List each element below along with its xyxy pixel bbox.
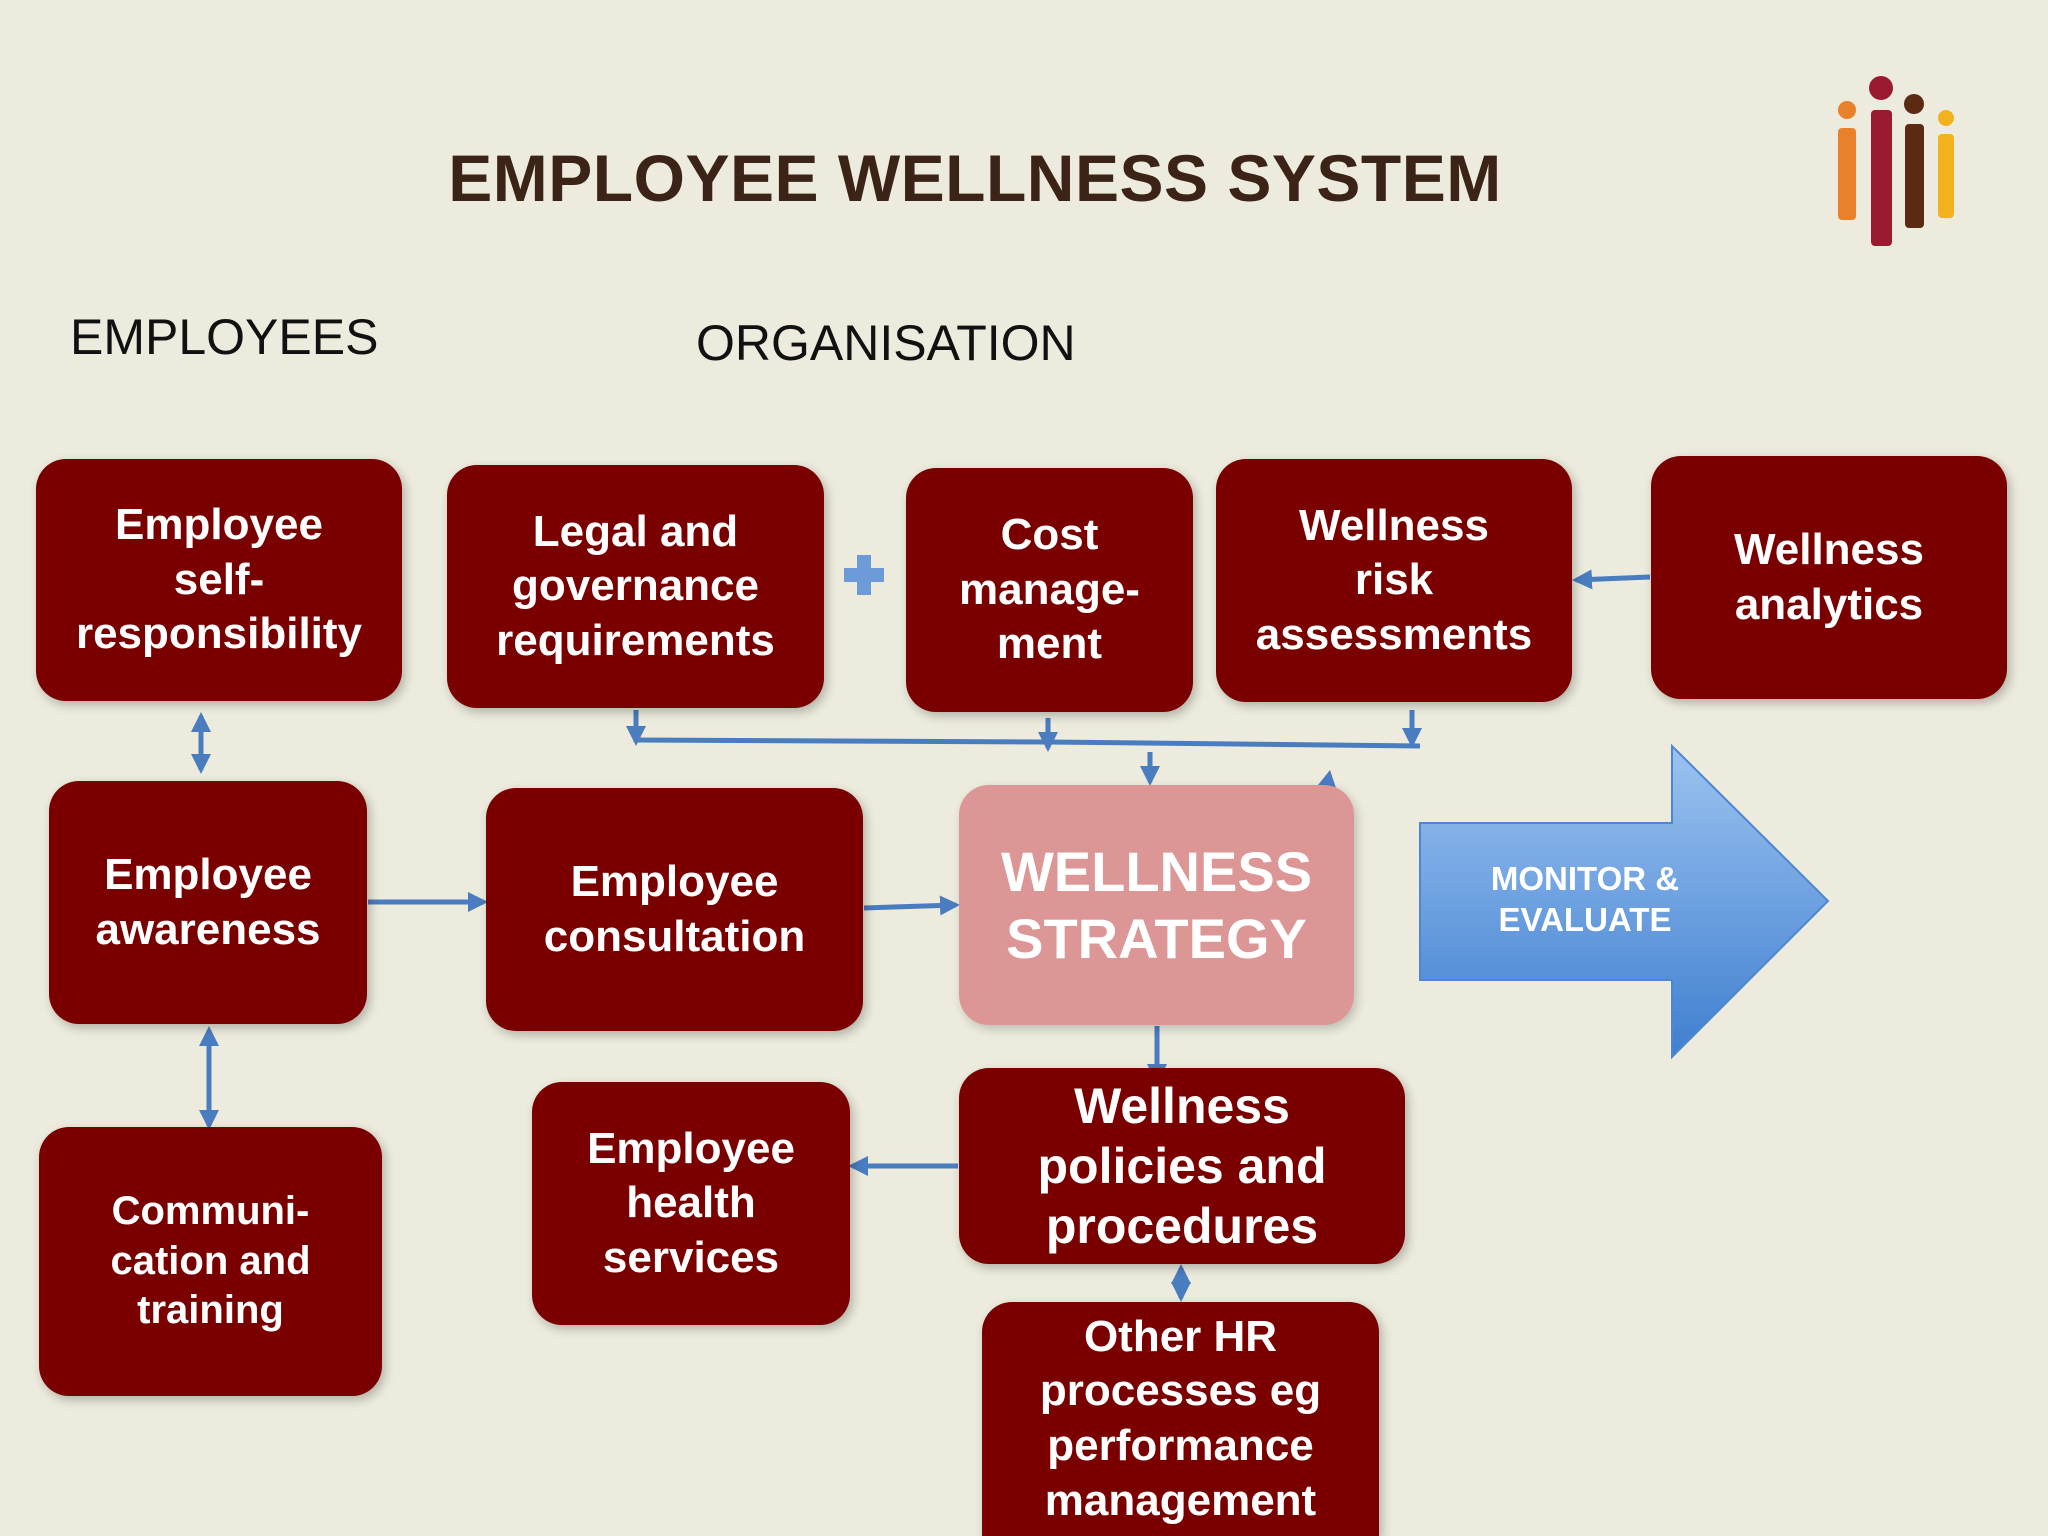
wellness-risk-assessments-box: Wellness risk assessments [1216,459,1572,702]
monitor-evaluate-arrow [1419,743,1830,1060]
cost-management-box: Cost manage- ment [906,468,1193,712]
diagram-title: EMPLOYEE WELLNESS SYSTEM [448,141,1502,215]
monitor-evaluate-label: MONITOR & EVALUATE [1490,860,1680,939]
connector-analytics-risk [1572,569,1651,590]
wellness-analytics-box: Wellness analytics [1651,456,2007,699]
connector-small-arrowhead [1318,770,1336,788]
employee-consultation-box: Employee consultation [486,788,863,1031]
organisation-bus-line [635,737,1421,749]
wellness-policies-procedures-box: Wellness policies and procedures [959,1068,1405,1264]
wellness-strategy-box: WELLNESS STRATEGY [959,785,1354,1025]
organisation-column-label: ORGANISATION [696,315,1076,371]
plus-icon [844,555,884,595]
employee-health-services-box: Employee health services [532,1082,850,1325]
communication-training-box: Communi- cation and training [39,1127,382,1396]
employee-self-responsibility-box: Employee self- responsibility [36,459,402,701]
connector-consultation-strategy [863,895,960,916]
other-hr-processes-box: Other HR processes eg performance manage… [982,1302,1379,1536]
employees-column-label: EMPLOYEES [70,309,379,365]
employee-awareness-box: Employee awareness [49,781,367,1024]
legal-governance-box: Legal and governance requirements [447,465,824,708]
